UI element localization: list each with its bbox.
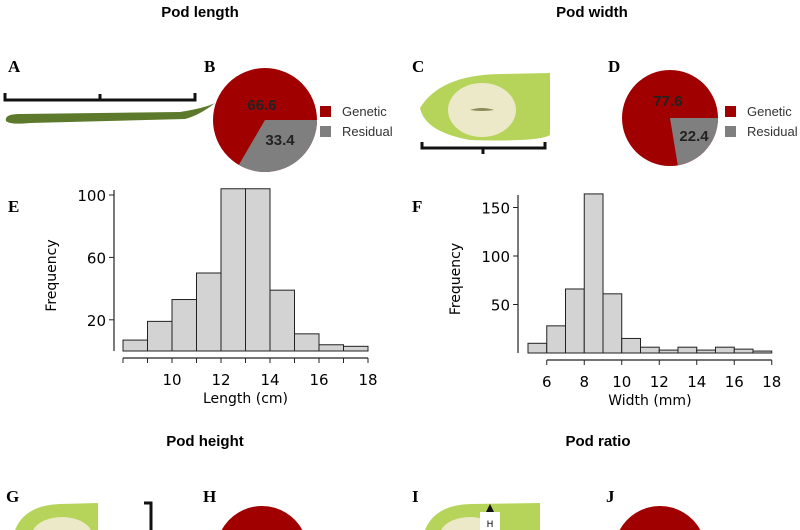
hist-e-y-axis-label: Frequency	[44, 239, 60, 311]
hist-e-x-axis-label: Length (cm)	[203, 391, 288, 407]
pod-width-photo	[420, 73, 550, 154]
panel-label-a: A	[8, 57, 21, 76]
title-pod-width: Pod width	[556, 4, 628, 21]
hist-f-bar	[640, 346, 660, 354]
hist-f-x-axis-label: Width (mm)	[608, 393, 691, 409]
panel-label-d: D	[608, 57, 620, 76]
arrow-up-icon	[486, 504, 494, 512]
hist-e-x-tick-label: 14	[260, 371, 279, 389]
hist-f-bar	[658, 349, 679, 354]
hist-f-x-tick-label: 14	[687, 373, 706, 391]
hist-f-x-tick-label: 6	[542, 373, 552, 391]
panel-label-h: H	[203, 487, 216, 506]
hist-e-bar	[220, 188, 246, 352]
pie-d-residual-value: 22.4	[679, 128, 709, 145]
pod-image	[5, 103, 216, 124]
hist-e-bar	[171, 299, 197, 352]
hist-f-bar	[677, 346, 698, 354]
hist-f-y-tick-label: 100	[481, 248, 510, 266]
pod-length-photo	[3, 93, 216, 124]
hist-f-y-axis-label: Frequency	[448, 243, 464, 315]
legend-b-swatch-0	[320, 106, 331, 117]
pod-ratio-photo: H	[425, 503, 540, 530]
hist-e-x-tick-label: 16	[309, 371, 328, 389]
hist-e-x-tick-label: 10	[162, 371, 181, 389]
hist-e-bar	[294, 333, 320, 352]
hist-f-x-tick-label: 16	[725, 373, 744, 391]
height-marker-label: H	[487, 520, 494, 530]
title-pod-length: Pod length	[161, 4, 239, 21]
hist-e-bar	[269, 289, 295, 352]
legend-d-label-1: Residual	[747, 124, 798, 139]
hist-f-bar	[583, 193, 604, 354]
hist-f-bar	[752, 350, 773, 354]
hist-e-y-tick-label: 20	[87, 312, 106, 330]
hist-e-x-tick-label: 12	[211, 371, 230, 389]
hist-e-y-tick-label: 100	[77, 187, 106, 205]
hist-e-bar	[122, 339, 148, 352]
hist-f-bar	[696, 349, 716, 354]
width-bracket	[420, 142, 547, 154]
hist-e-x-tick-label: 18	[358, 371, 377, 389]
hist-f-y-tick-label: 50	[491, 297, 510, 315]
pie-d-genetic-value: 77.6	[653, 93, 682, 110]
panel-label-b: B	[204, 57, 215, 76]
legend-d-swatch-1	[725, 126, 736, 137]
legend-b-label-0: Genetic	[342, 104, 387, 119]
hist-f-bar	[527, 342, 548, 354]
hist-e-bar	[245, 188, 271, 352]
pod-height-photo	[15, 501, 153, 530]
hist-f-bar	[602, 293, 623, 354]
legend-b-swatch-1	[320, 126, 331, 137]
hist-e-y-tick-label: 60	[87, 249, 106, 267]
pie-h-genetic-slice	[221, 505, 303, 530]
hist-e-bar	[343, 345, 369, 352]
height-bracket	[144, 501, 153, 530]
panel-label-j: J	[606, 487, 615, 506]
hist-f-y-tick-label: 150	[481, 200, 510, 218]
hist-f-bar	[733, 348, 754, 354]
legend-d-label-0: Genetic	[747, 104, 792, 119]
panel-label-f: F	[412, 197, 422, 216]
panel-label-i: I	[412, 487, 419, 506]
hist-f-bar	[546, 325, 566, 354]
legend-d-swatch-0	[725, 106, 736, 117]
hist-f-x-tick-label: 10	[612, 373, 631, 391]
panel-label-e: E	[8, 197, 19, 216]
pie-j-genetic-slice	[619, 505, 701, 530]
length-bracket	[3, 93, 197, 102]
pie-d-residual-slice	[670, 118, 718, 166]
hist-f-bar	[565, 288, 585, 354]
panel-label-c: C	[412, 57, 424, 76]
hist-f-bar	[715, 346, 735, 354]
hist-e-bar	[147, 320, 173, 352]
legend-b-label-1: Residual	[342, 124, 393, 139]
pie-b-residual-value: 33.4	[265, 132, 295, 149]
hist-f-bar	[621, 337, 641, 354]
pie-b-genetic-value: 66.6	[247, 97, 276, 114]
title-pod-ratio: Pod ratio	[565, 433, 630, 450]
hist-f-x-tick-label: 18	[762, 373, 781, 391]
hist-f-x-tick-label: 8	[579, 373, 589, 391]
hist-f-x-tick-label: 12	[650, 373, 669, 391]
panel-label-g: G	[6, 487, 19, 506]
hist-e-bar	[318, 344, 344, 352]
pie-b-residual-slice	[238, 120, 317, 173]
title-pod-height: Pod height	[166, 433, 244, 450]
hist-e-bar	[196, 272, 222, 352]
